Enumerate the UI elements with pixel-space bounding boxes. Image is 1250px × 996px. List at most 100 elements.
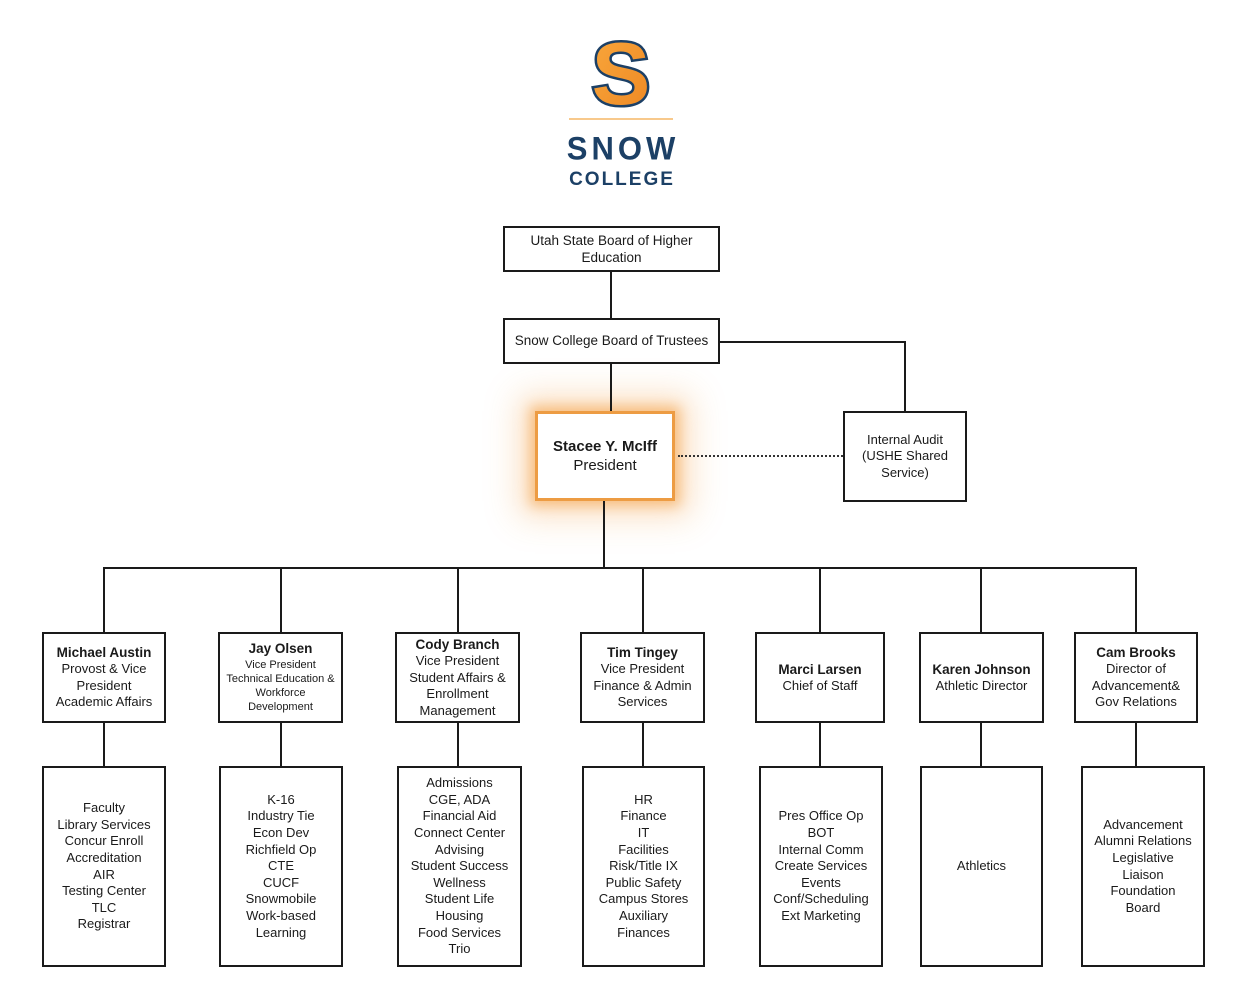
president-title: President: [573, 457, 637, 474]
department-item: Richfield Op: [245, 841, 317, 857]
department-item: Internal Comm: [778, 841, 864, 857]
department-item: Econ Dev: [252, 824, 310, 840]
department-item: Trio: [448, 941, 471, 957]
department-item: Alumni Relations: [1094, 833, 1192, 849]
department-item: Library Services: [57, 816, 151, 832]
connector-drop-2: [280, 567, 282, 632]
department-item: Financial Aid: [422, 808, 497, 824]
manager-box-michael-austin: Michael Austin Provost & Vice President …: [42, 632, 166, 723]
manager-name: Tim Tingey: [607, 644, 678, 660]
department-item: Athletics: [956, 858, 1007, 874]
department-item: AIR: [93, 866, 115, 882]
department-item: Auxiliary: [618, 908, 669, 924]
department-item: CUCF: [262, 874, 300, 890]
connector-trustees-president: [610, 364, 612, 411]
manager-name: Marci Larsen: [778, 661, 862, 677]
department-item: Finance: [620, 808, 667, 824]
connector-drop-5: [819, 567, 821, 632]
connector-dept-1: [103, 722, 105, 766]
department-item: Facilities: [618, 841, 669, 857]
connector-drop-6: [980, 567, 982, 632]
department-item: Connect Center: [413, 824, 506, 840]
connector-drop-1: [103, 567, 105, 632]
department-item: CGE, ADA: [428, 791, 491, 807]
department-item: BOT: [807, 824, 835, 840]
department-item: CTE: [268, 858, 294, 874]
department-item: Pres Office Op: [778, 808, 864, 824]
department-item: HR: [634, 791, 653, 807]
connector-dept-2: [280, 722, 282, 766]
manager-box-cody-branch: Cody Branch Vice President Student Affai…: [395, 632, 520, 723]
internal-audit-label: Internal Audit (USHE Shared Service): [862, 431, 948, 480]
manager-name: Michael Austin: [56, 644, 152, 660]
manager-name: Cody Branch: [415, 636, 500, 652]
snow-college-logo: S SNOW COLLEGE: [541, 22, 701, 191]
snow-college-s-icon: S: [541, 22, 701, 126]
connector-dept-4: [642, 722, 644, 766]
department-item: Faculty: [83, 800, 125, 815]
manager-title: Chief of Staff: [782, 677, 858, 693]
connector-trustees-audit-horizontal: [720, 341, 906, 343]
department-item: Student Life: [424, 891, 495, 907]
manager-box-cam-brooks: Cam Brooks Director of Advancement& Gov …: [1074, 632, 1198, 723]
connector-dept-5: [819, 722, 821, 766]
connector-trunk: [103, 567, 1137, 569]
department-item: Industry Tie: [247, 808, 315, 824]
department-item: Create Services: [774, 858, 868, 874]
connector-president-trunk: [603, 501, 605, 569]
logo-divider: [569, 118, 673, 120]
department-item: IT: [637, 824, 650, 840]
department-item: Foundation: [1110, 883, 1176, 899]
manager-title: Vice President Student Affairs & Enrollm…: [409, 652, 506, 718]
board-of-trustees-box: Snow College Board of Trustees: [503, 318, 720, 364]
department-item: Registrar: [77, 916, 131, 932]
department-item: Advising: [434, 841, 485, 857]
department-item: Concur Enroll: [64, 833, 144, 849]
department-item: Board: [1125, 899, 1161, 915]
department-item: Finances: [617, 924, 670, 940]
department-item: Accreditation: [66, 849, 142, 865]
department-item: Wellness: [433, 874, 486, 890]
manager-title: Vice President Technical Education & Wor…: [226, 658, 335, 714]
department-item: Campus Stores: [598, 891, 689, 907]
manager-box-tim-tingey: Tim Tingey Vice President Finance & Admi…: [580, 632, 705, 723]
department-item: Conf/Scheduling: [773, 891, 869, 907]
connector-dept-3: [457, 722, 459, 766]
department-item: Events: [801, 874, 841, 890]
connector-dept-6: [980, 722, 982, 766]
department-item: Public Safety: [605, 874, 682, 890]
department-item: TLC: [91, 899, 117, 915]
connector-trustees-audit-vertical: [904, 341, 906, 411]
department-item: Testing Center: [62, 883, 146, 899]
department-item: K-16: [267, 791, 295, 807]
connector-board-trustees: [610, 272, 612, 318]
connector-drop-3: [457, 567, 459, 632]
president-name: Stacee Y. McIff: [553, 437, 657, 455]
manager-name: Karen Johnson: [932, 661, 1031, 677]
manager-box-jay-olsen: Jay Olsen Vice President Technical Educa…: [218, 632, 343, 723]
logo-word-college: COLLEGE: [569, 169, 675, 190]
department-item: Ext Marketing: [781, 908, 861, 924]
internal-audit-box: Internal Audit (USHE Shared Service): [843, 411, 967, 502]
department-item: Legislative: [1112, 849, 1174, 865]
department-item: Food Services: [417, 924, 502, 940]
board-of-trustees-label: Snow College Board of Trustees: [514, 333, 709, 349]
board-of-higher-education-box: Utah State Board of Higher Education: [503, 226, 720, 272]
department-item: Snowmobile: [245, 891, 317, 907]
department-item: Admissions: [426, 775, 493, 791]
connector-drop-7: [1135, 567, 1137, 632]
manager-title: Director of Advancement& Gov Relations: [1091, 661, 1181, 710]
department-item: Housing: [435, 908, 484, 924]
department-box-athletics: Athletics: [920, 766, 1043, 967]
president-box: Stacee Y. McIff President: [535, 411, 675, 501]
board-of-higher-education-label: Utah State Board of Higher Education: [530, 232, 693, 265]
manager-name: Jay Olsen: [248, 641, 313, 657]
department-item: Student Success: [410, 858, 509, 874]
manager-box-karen-johnson: Karen Johnson Athletic Director: [919, 632, 1044, 723]
manager-title: Vice President Finance & Admin Services: [593, 661, 692, 710]
